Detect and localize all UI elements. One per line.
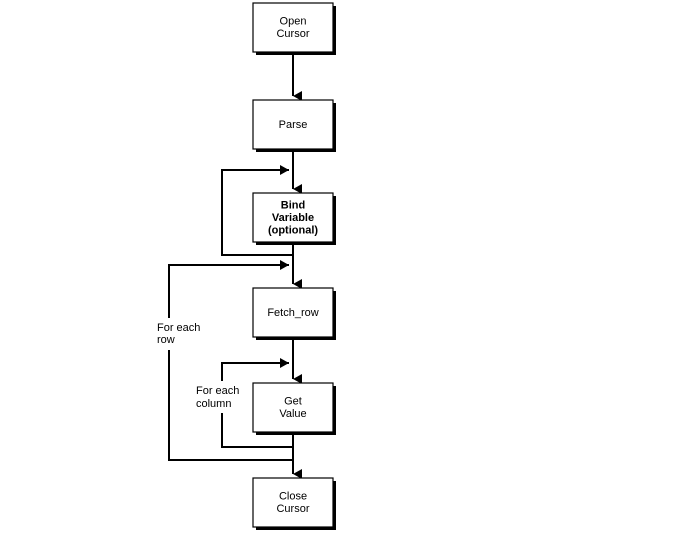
box-label-close-cursor: Close [279, 491, 307, 503]
box-label-open-cursor: Open [280, 16, 307, 28]
row-loop-top [168, 260, 289, 318]
column-loop-label-line1: For each [196, 385, 239, 397]
box-label-fetch-row: Fetch_row [267, 307, 318, 319]
box-label-bind-variable: Variable [272, 212, 314, 224]
column-loop-bottom [221, 413, 293, 448]
box-frame [252, 192, 334, 243]
box-label-close-cursor: Cursor [276, 503, 309, 515]
box-frame [252, 287, 334, 338]
box-fetch-row: Fetch_row [252, 287, 336, 340]
box-label-open-cursor: Cursor [276, 28, 309, 40]
box-frame [252, 99, 334, 150]
box-frame [252, 477, 334, 528]
row-loop-bottom [168, 350, 293, 461]
box-label-bind-variable: Bind [281, 199, 305, 211]
box-parse: Parse [252, 99, 336, 152]
column-loop-label-line2: column [196, 398, 231, 410]
row-loop-label-line2: row [157, 334, 175, 346]
box-label-get-value: Get [284, 396, 302, 408]
column-loop-top [221, 358, 289, 381]
box-frame [252, 2, 334, 53]
box-frame [252, 382, 334, 433]
box-label-get-value: Value [279, 408, 306, 420]
box-label-bind-variable: (optional) [268, 224, 318, 236]
box-label-parse: Parse [279, 119, 308, 131]
row-loop-label-line1: For each [157, 322, 200, 334]
connectors [168, 53, 302, 479]
bind-loop [221, 165, 293, 256]
